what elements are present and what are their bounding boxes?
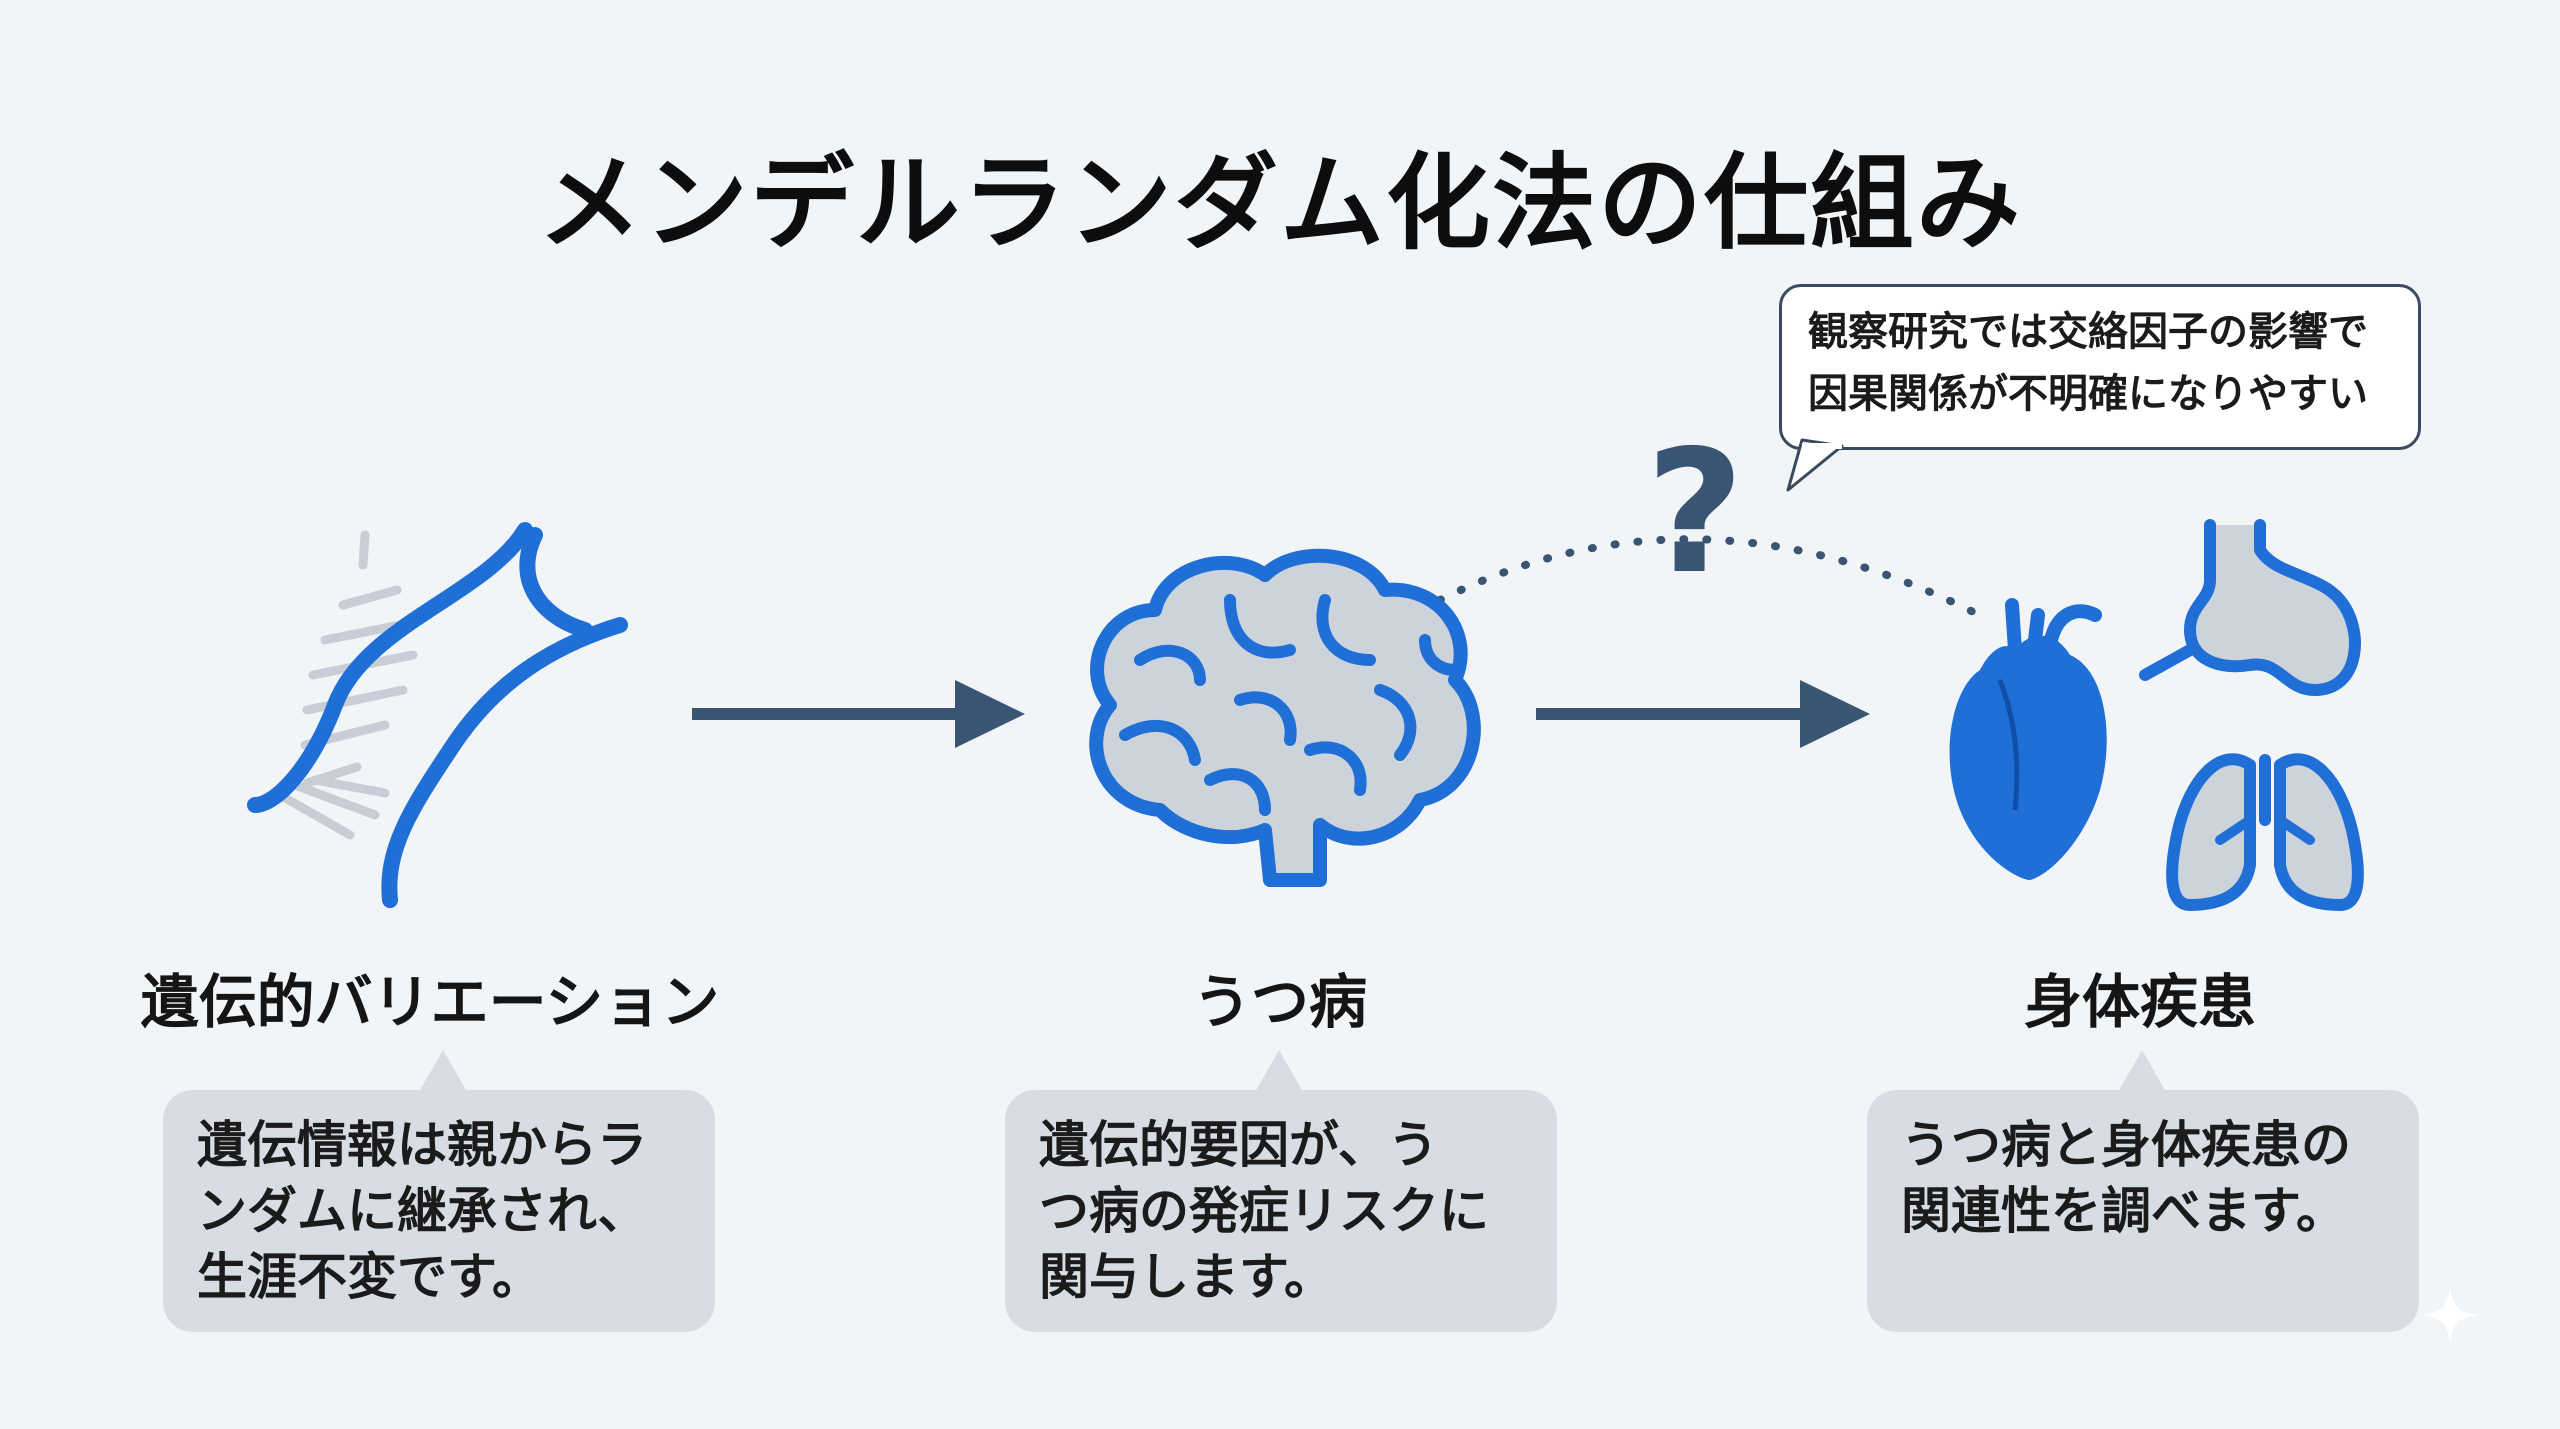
box-notch-genetic — [419, 1050, 467, 1092]
box-notch-depression — [1255, 1050, 1303, 1092]
question-mark: ? — [1645, 414, 1745, 612]
description-box-disease: うつ病と身体疾患の 関連性を調べます。 — [1867, 1090, 2419, 1332]
box-notch-disease — [2118, 1050, 2166, 1092]
lungs-icon — [2166, 753, 2364, 911]
node-label-physical-disease: 身体疾患 — [2023, 968, 2256, 1036]
dna-icon — [247, 522, 628, 908]
brain-icon — [1089, 548, 1481, 887]
stomach-icon — [2139, 519, 2361, 696]
description-box-depression: 遺伝的要因が、う つ病の発症リスクに 関与します。 — [1005, 1090, 1557, 1332]
description-box-genetic: 遺伝情報は親からラ ンダムに継承され、 生涯不変です。 — [163, 1090, 715, 1332]
organs-icon — [1949, 519, 2364, 911]
node-label-depression: うつ病 — [1192, 968, 1367, 1036]
diagram-title: メンデルランダム化法の仕組み — [537, 142, 2022, 264]
heart-icon — [1949, 598, 2107, 880]
node-label-genetic-variation: 遺伝的バリエーション — [140, 968, 720, 1036]
sparkle-icon — [2422, 1287, 2478, 1343]
confounding-callout: 観察研究では交絡因子の影響で 因果関係が不明確になりやすい — [1779, 284, 2421, 450]
